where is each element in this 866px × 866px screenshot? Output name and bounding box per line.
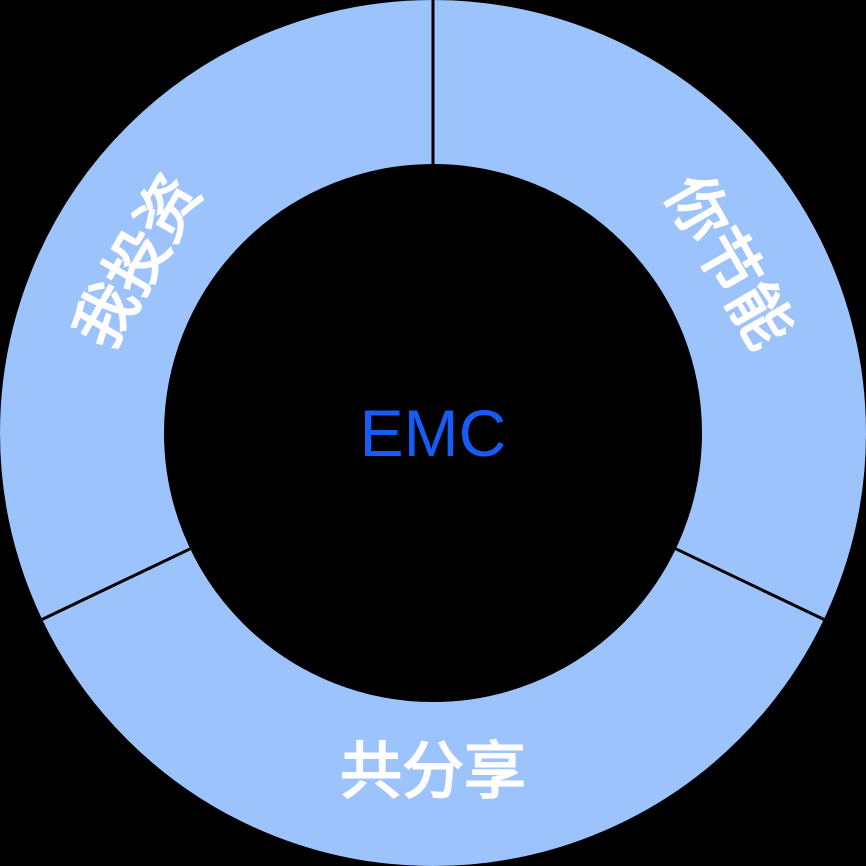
segment-label-share-together: 共分享 xyxy=(340,738,526,807)
divider-bottom-left xyxy=(41,547,191,621)
center-label-emc: EMC xyxy=(360,396,507,470)
divider-bottom-right xyxy=(675,547,825,621)
